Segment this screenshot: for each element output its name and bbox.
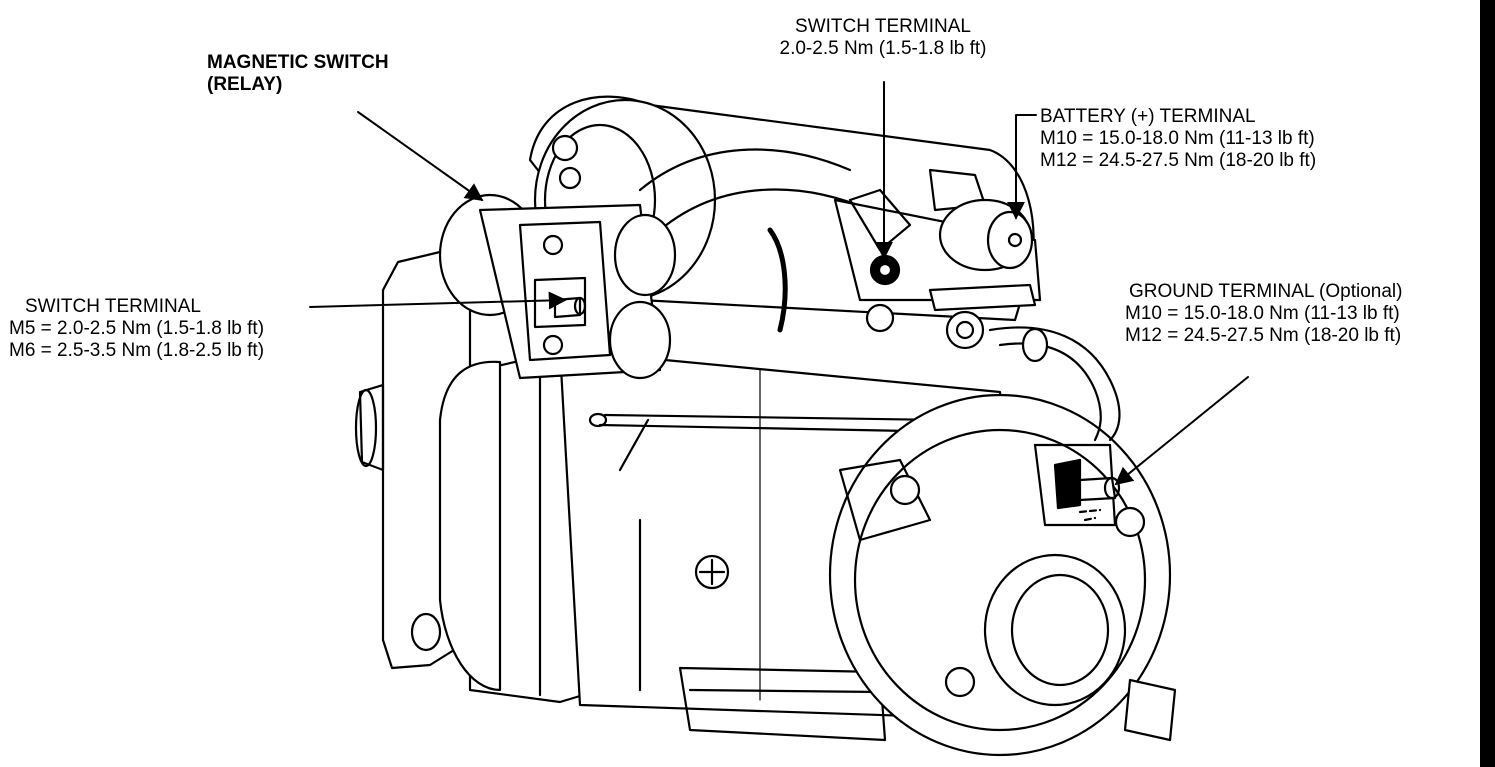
switch-terminal-left-torque-m6: M6 = 2.5-3.5 Nm (1.8-2.5 lb ft)	[9, 340, 265, 361]
switch-terminal-top-label: SWITCH TERMINAL 2.0-2.5 Nm (1.5-1.8 lb f…	[738, 16, 1028, 60]
ground-terminal-torque-m10: M10 = 15.0-18.0 Nm (11-13 lb ft)	[1125, 303, 1400, 324]
right-edge-bar	[1480, 0, 1495, 767]
switch-terminal-left-torque-m5: M5 = 2.0-2.5 Nm (1.5-1.8 lb ft)	[9, 318, 265, 339]
ground-terminal-torque-m12: M12 = 24.5-27.5 Nm (18-20 lb ft)	[1125, 325, 1402, 346]
battery-terminal-torque-m12: M12 = 24.5-27.5 Nm (18-20 lb ft)	[1040, 150, 1317, 171]
ground-cable	[988, 326, 1121, 442]
switch-terminal-left-line1: SWITCH TERMINAL	[25, 296, 201, 317]
solenoid-cap	[438, 193, 677, 380]
magnetic-switch-line2: (RELAY)	[207, 74, 283, 95]
switch-terminal-left-label: SWITCH TERMINAL M5 = 2.0-2.5 Nm (1.5-1.8…	[9, 296, 264, 362]
magnetic-switch-line1: MAGNETIC SWITCH	[207, 52, 389, 73]
battery-terminal-label: BATTERY (+) TERMINAL M10 = 15.0-18.0 Nm …	[1040, 106, 1316, 172]
ground-terminal-label: GROUND TERMINAL (Optional) M10 = 15.0-18…	[1125, 281, 1402, 347]
battery-terminal-line1: BATTERY (+) TERMINAL	[1040, 106, 1256, 127]
magnetic-switch-leader	[357, 111, 484, 202]
battery-terminal-torque-m10: M10 = 15.0-18.0 Nm (11-13 lb ft)	[1040, 128, 1315, 149]
switch-terminal-left-leader	[309, 291, 567, 310]
battery-terminal-leader	[1007, 114, 1037, 220]
end-cap	[828, 393, 1177, 757]
magnetic-switch-label: MAGNETIC SWITCH (RELAY)	[207, 52, 389, 96]
ground-terminal-line1: GROUND TERMINAL (Optional)	[1129, 281, 1403, 302]
ground-terminal-leader	[1114, 376, 1249, 486]
terminal-cluster	[833, 168, 1042, 350]
switch-terminal-top-line2: 2.0-2.5 Nm (1.5-1.8 lb ft)	[779, 38, 987, 59]
leader-lines	[309, 81, 1249, 486]
ground-terminal-stud	[1053, 458, 1121, 522]
switch-terminal-top-line1: SWITCH TERMINAL	[795, 16, 971, 37]
